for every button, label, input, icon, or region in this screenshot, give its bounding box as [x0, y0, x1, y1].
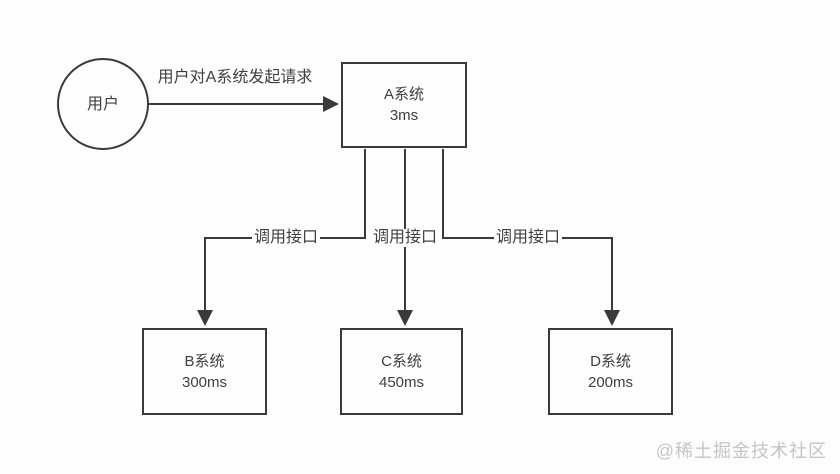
watermark: @稀土掘金技术社区	[655, 441, 827, 461]
edge-call-b-label: 调用接口	[252, 229, 321, 247]
node-system-c: C系统 450ms	[340, 328, 463, 415]
edge-call-d-label: 调用接口	[494, 229, 563, 247]
edge-request-arrowhead-icon	[323, 96, 339, 112]
node-system-c-latency: 450ms	[378, 373, 425, 391]
node-system-a-latency: 3ms	[389, 107, 419, 124]
node-system-c-name: C系统	[381, 352, 422, 370]
node-user-label: 用户	[86, 95, 119, 113]
edge-call-d-arrowhead-icon	[604, 310, 620, 326]
node-system-d-name: D系统	[590, 352, 631, 370]
node-system-b-latency: 300ms	[181, 373, 228, 391]
node-system-b: B系统 300ms	[142, 328, 267, 415]
node-system-a-name: A系统	[383, 86, 424, 103]
edge-request-label: 用户对A系统发起请求	[157, 69, 313, 86]
node-system-a: A系统 3ms	[341, 62, 467, 148]
node-system-b-name: B系统	[184, 352, 225, 370]
edge-call-b-arrowhead-icon	[197, 310, 213, 326]
node-system-d: D系统 200ms	[548, 328, 673, 415]
node-system-d-latency: 200ms	[587, 373, 634, 391]
node-user: 用户	[57, 58, 149, 150]
edge-call-c-arrowhead-icon	[397, 310, 413, 326]
edge-call-c-label: 调用接口	[371, 229, 440, 247]
